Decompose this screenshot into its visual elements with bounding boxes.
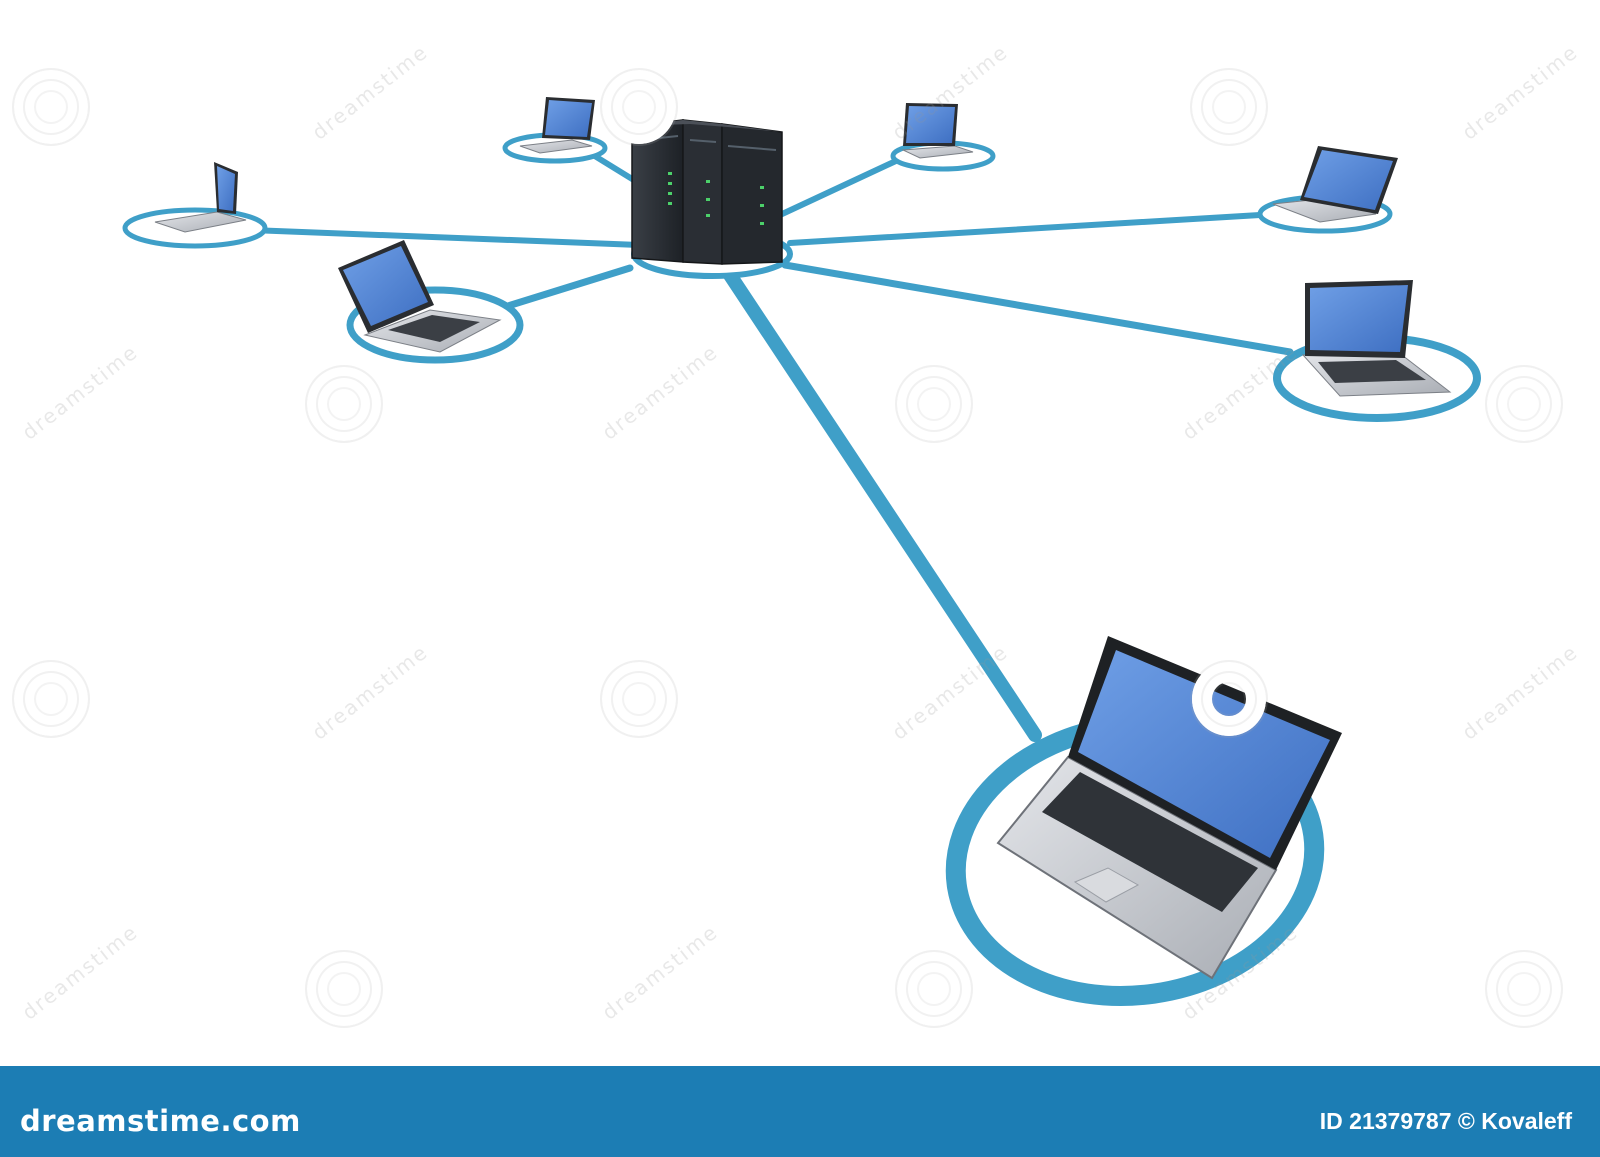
- network-diagram: [122, 97, 1481, 1007]
- cable-right: [781, 261, 1294, 356]
- laptop-far-left: [154, 162, 247, 233]
- cable-left: [491, 264, 634, 314]
- server-rack-icon: [631, 119, 783, 265]
- cable-far-right: [787, 212, 1263, 246]
- cable-top-right: [777, 157, 901, 218]
- laptop-top-left: [519, 97, 595, 154]
- cable-front: [723, 268, 1042, 742]
- laptop-left: [338, 240, 502, 353]
- server-hub: [631, 119, 793, 279]
- image-credit: ID 21379787 © Kovaleff: [1319, 1108, 1572, 1134]
- network-cables: [247, 147, 1294, 742]
- laptop-right: [1301, 280, 1452, 397]
- brand-logo-text[interactable]: dreamstime.com: [20, 1104, 301, 1138]
- laptop-far-right: [1272, 146, 1398, 223]
- cable-far-left: [247, 227, 643, 248]
- laptop-top-right: [901, 103, 974, 159]
- footer-bar: dreamstime.com ID 21379787 © Kovaleff: [0, 1066, 1600, 1157]
- laptop-front: [996, 636, 1342, 980]
